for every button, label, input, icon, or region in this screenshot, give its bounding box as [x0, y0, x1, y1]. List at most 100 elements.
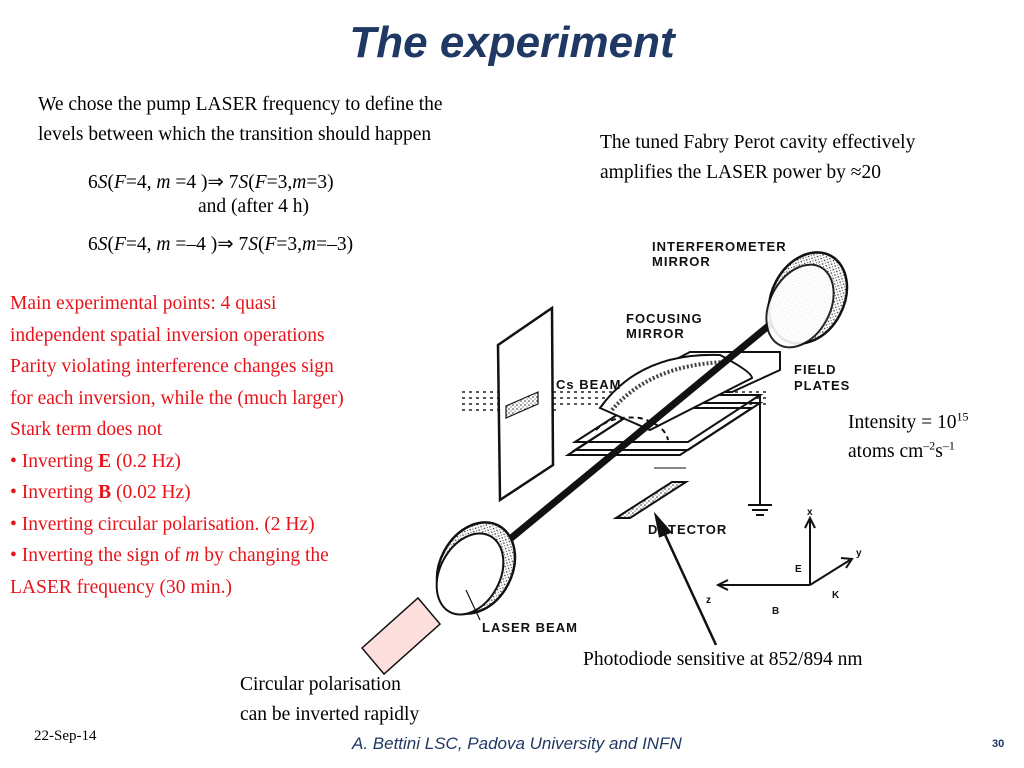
- page-number: 30: [992, 738, 1005, 750]
- cavity-line-1: The tuned Fabry Perot cavity effectively: [600, 132, 916, 153]
- interferometer-mirror: [765, 251, 849, 349]
- axis-x-label: x: [807, 507, 813, 518]
- intensity-exponent: 15: [956, 409, 969, 424]
- bullet-invert-m: • Inverting the sign of m by changing th…: [10, 540, 344, 572]
- axis-triad: [715, 515, 854, 591]
- eq-part: S: [248, 234, 258, 255]
- intensity-value: Intensity = 10: [848, 412, 957, 433]
- eq-part: =4 ): [170, 172, 208, 193]
- footer-credit: A. Bettini LSC, Padova University and IN…: [352, 734, 682, 753]
- equation-connector: and (after 4 h): [198, 196, 309, 217]
- bullet-invert-b: • Inverting B (0.02 Hz): [10, 477, 344, 509]
- eq-part: =3,: [276, 234, 303, 255]
- point-2-line-3: Stark term does not: [10, 419, 163, 440]
- axis-z-label: z: [706, 595, 711, 606]
- label-interferometer: INTERFEROMETER: [652, 239, 787, 254]
- eq-part: =4,: [125, 234, 157, 255]
- eq-part: F: [114, 234, 126, 255]
- intro-text: We chose the pump LASER frequency to def…: [38, 90, 443, 150]
- laser-source: [360, 596, 442, 676]
- eq-part: m: [302, 234, 317, 255]
- eq-part: S: [238, 172, 249, 193]
- eq-part: S: [97, 234, 108, 255]
- polarisation-line-2: can be inverted rapidly: [240, 704, 420, 725]
- eq-part: (: [248, 172, 255, 193]
- eq-part: m: [292, 172, 307, 193]
- intensity-line-1: Intensity = 1015: [848, 408, 969, 437]
- eq-part: =3): [306, 172, 334, 193]
- eq-part: 6: [88, 234, 98, 255]
- eq-part: 6: [88, 172, 98, 193]
- implies-arrow-icon: ⇒: [217, 234, 234, 255]
- bullet-invert-m-line-2: LASER frequency (30 min.): [10, 576, 233, 598]
- label-focusing: FOCUSING: [626, 311, 703, 326]
- input-mirror: [435, 521, 517, 616]
- bullet-italic: m: [185, 545, 200, 566]
- footer-date: 22-Sep-14: [34, 728, 97, 744]
- intensity-line-2: atoms cm–2s–1: [848, 437, 969, 466]
- axis-k-label: K: [832, 590, 840, 601]
- polarisation-caption: Circular polarisation can be inverted ra…: [240, 670, 419, 730]
- eq-part: (: [257, 234, 265, 255]
- label-field-plates: PLATES: [794, 378, 850, 393]
- collimator-slit: [505, 391, 539, 419]
- axis-e-label: E: [795, 564, 802, 575]
- bullet-text: (0.2 Hz): [111, 450, 181, 472]
- cavity-text: The tuned Fabry Perot cavity effectively…: [600, 128, 915, 188]
- eq-part: =3,: [266, 172, 293, 193]
- eq-part: F: [254, 172, 267, 193]
- laser-leader: [465, 589, 481, 621]
- bullet-text: • Inverting: [10, 450, 99, 472]
- intensity-exponent: –1: [942, 438, 955, 453]
- intro-line-1: We chose the pump LASER frequency to def…: [38, 94, 443, 115]
- photodiode-caption: Photodiode sensitive at 852/894 nm: [583, 649, 863, 670]
- intensity-text: Intensity = 1015 atoms cm–2s–1: [848, 408, 969, 466]
- eq-part: S: [97, 172, 108, 193]
- axis-b-label: B: [772, 606, 779, 617]
- point-1-line-2: independent spatial inversion operations: [10, 324, 325, 346]
- eq-part: =4,: [125, 172, 157, 193]
- equation-1: 6S(F=4, m =4 )⇒ 7S(F=3,m=3): [88, 170, 334, 194]
- label-laser-beam: LASER BEAM: [482, 620, 578, 635]
- point-2-line-2: for each inversion, while the (much larg…: [10, 387, 344, 409]
- implies-arrow-icon: ⇒: [207, 172, 224, 193]
- label-focusing-mirror: MIRROR: [626, 326, 685, 341]
- bullet-invert-e: • Inverting E (0.2 Hz): [10, 446, 344, 478]
- intensity-unit: s: [935, 441, 943, 462]
- eq-part: =–3): [316, 234, 354, 255]
- axis-y-label: y: [856, 548, 862, 559]
- eq-part: (: [107, 172, 115, 193]
- eq-part: (: [107, 234, 115, 255]
- eq-part: 7: [223, 172, 239, 193]
- eq-part: =–4 ): [170, 234, 218, 255]
- experimental-points: Main experimental points: 4 quasi indepe…: [10, 288, 344, 603]
- eq-part: F: [114, 172, 126, 193]
- eq-part: F: [264, 234, 277, 255]
- label-field: FIELD: [794, 362, 837, 377]
- photodiode-arrow: [653, 511, 718, 646]
- bullet-text: by changing the: [199, 545, 329, 566]
- bullet-invert-polarisation: • Inverting circular polarisation. (2 Hz…: [10, 513, 315, 535]
- equation-2: 6S(F=4, m =–4 )⇒ 7S(F=3,m=–3): [88, 232, 353, 256]
- slide-title: The experiment: [349, 18, 675, 67]
- intro-line-2: levels between which the transition shou…: [38, 124, 432, 145]
- bullet-text: • Inverting the sign of: [10, 545, 186, 566]
- label-cs-beam: Cs BEAM: [556, 377, 622, 392]
- eq-part: m: [156, 172, 171, 193]
- point-2-line-1: Parity violating interference changes si…: [10, 356, 334, 377]
- label-detector: DETECTOR: [648, 522, 727, 537]
- cavity-line-2: amplifies the LASER power by ≈20: [600, 162, 881, 183]
- eq-part: m: [156, 234, 171, 255]
- polarisation-line-1: Circular polarisation: [240, 674, 401, 695]
- bullet-bold: E: [98, 450, 112, 472]
- intensity-exponent: –2: [923, 438, 936, 453]
- bullet-bold: B: [98, 482, 112, 503]
- label-interferometer-mirror: MIRROR: [652, 254, 711, 269]
- bullet-text: • Inverting: [10, 482, 99, 503]
- intensity-unit: atoms cm: [848, 441, 924, 462]
- point-1-line-1: Main experimental points: 4 quasi: [10, 293, 277, 314]
- bullet-text: (0.02 Hz): [111, 482, 191, 503]
- detector: [612, 481, 690, 519]
- laser-beam-line: [467, 287, 815, 575]
